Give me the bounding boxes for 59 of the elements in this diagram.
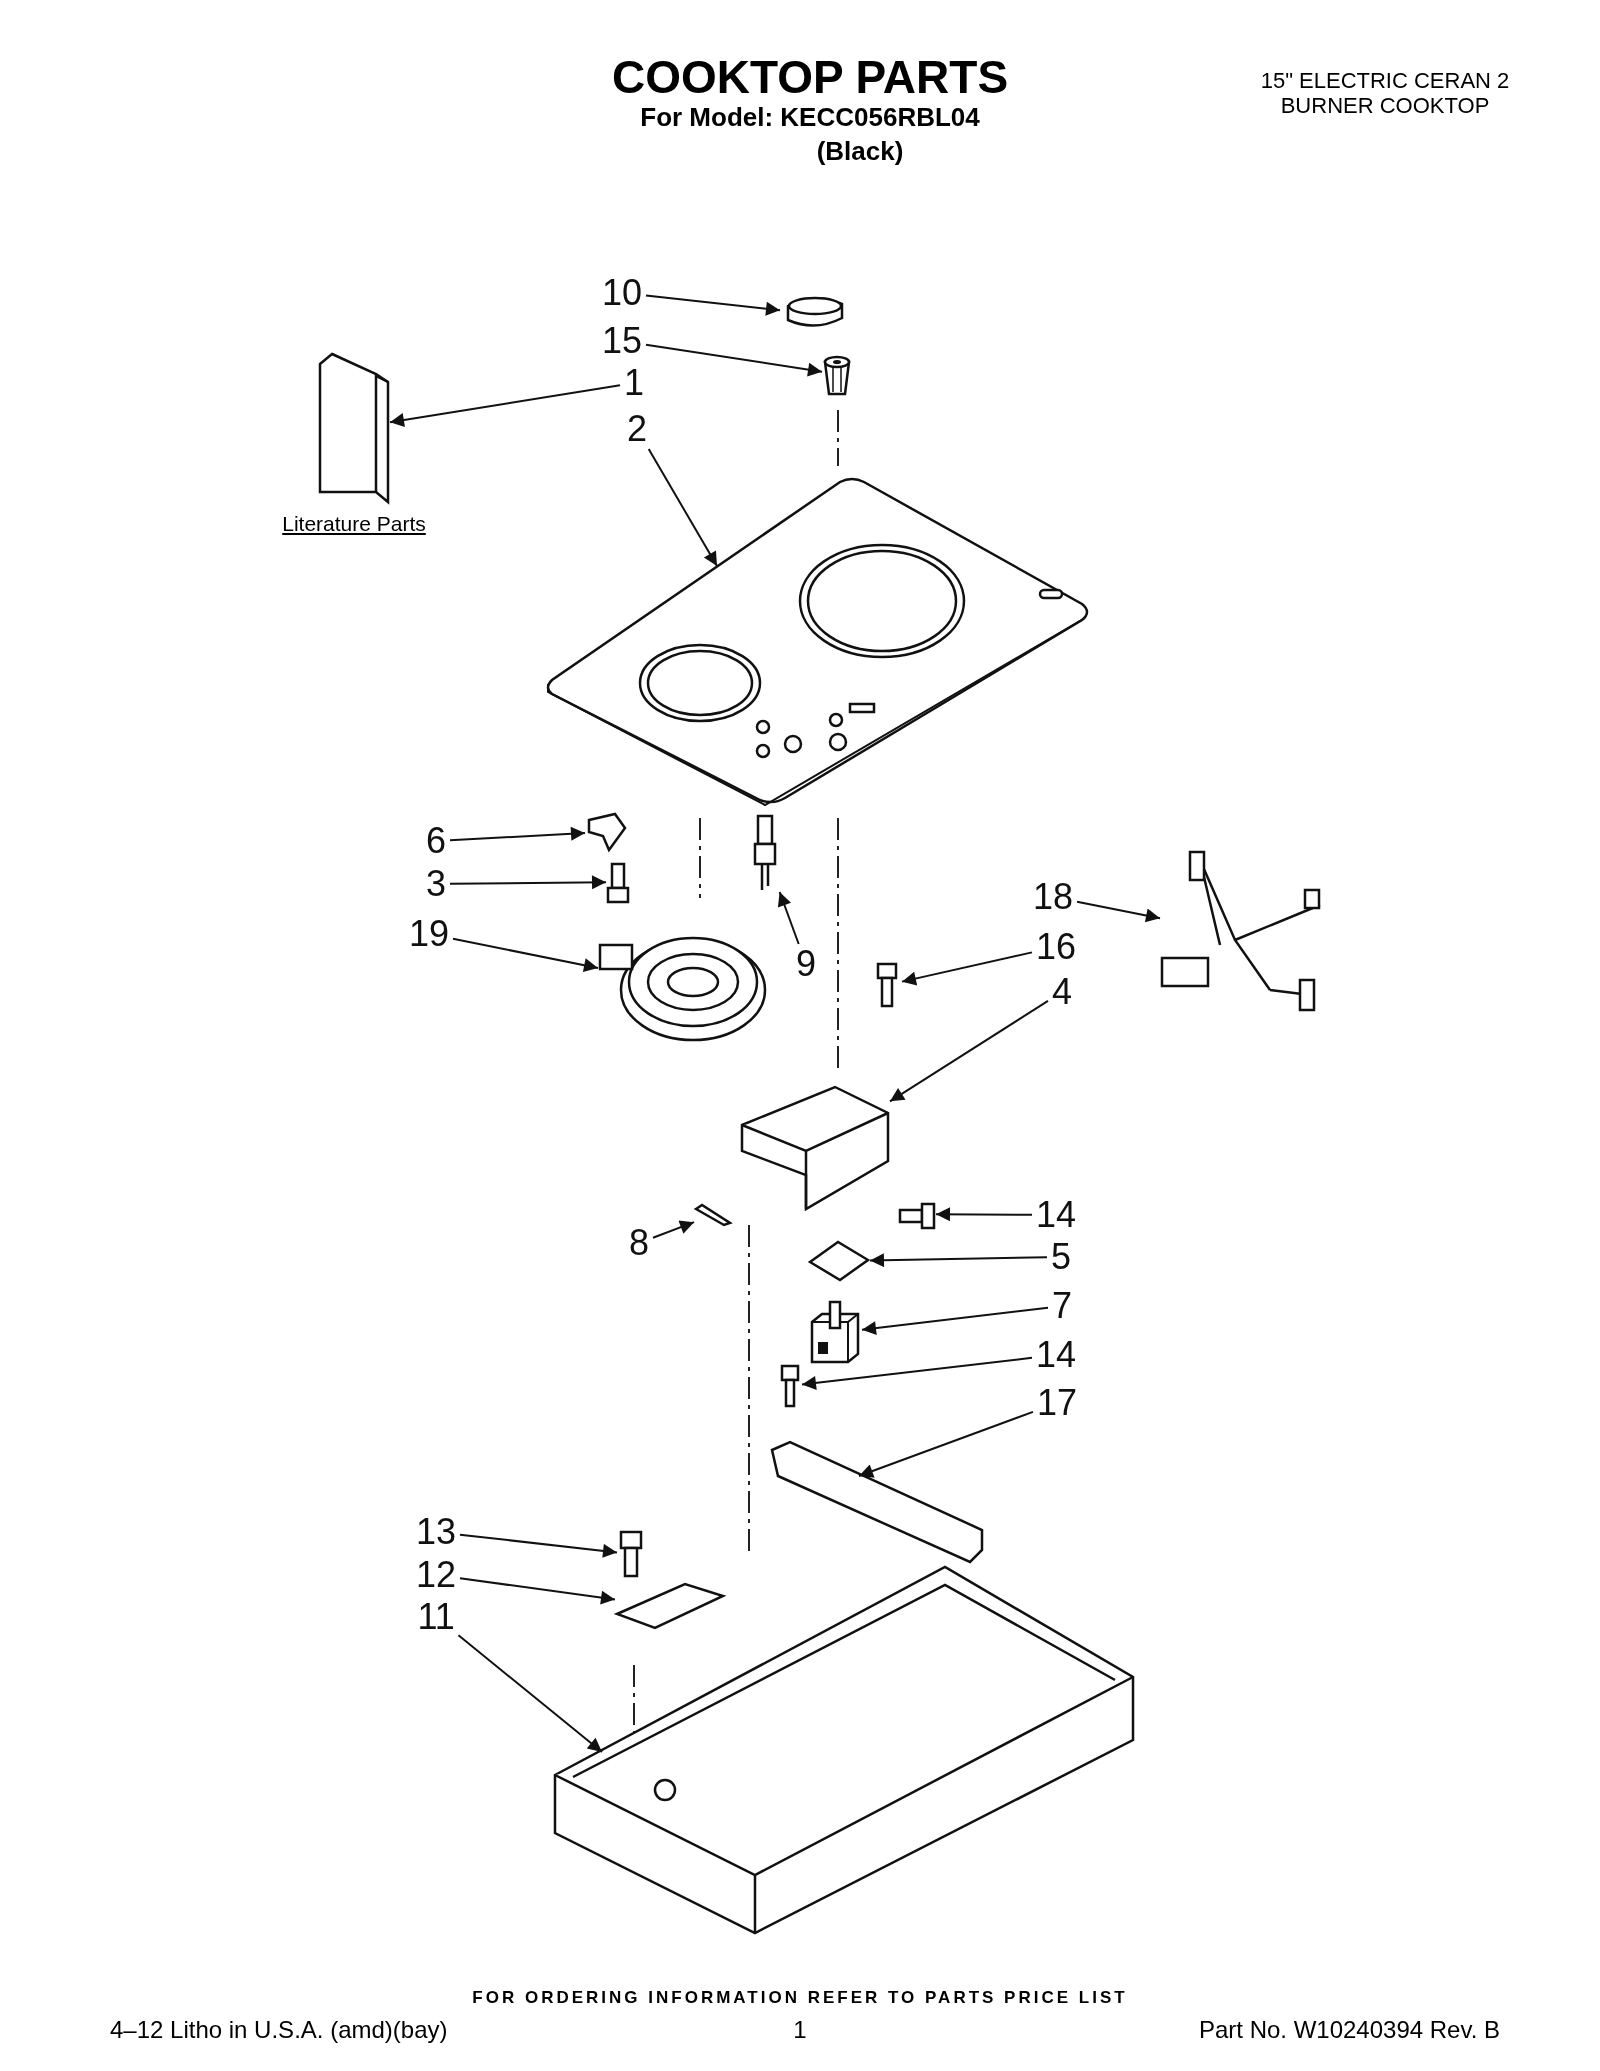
leader-line [647,448,718,567]
callout-number: 17 [1037,1383,1078,1423]
control-box-drawing [740,1085,890,1213]
callout-number: 14 [1036,1335,1077,1375]
callout-number: 3 [426,864,447,904]
callout-number: 11 [417,1597,455,1637]
bracket-drawing [615,1582,725,1632]
ordering-note: FOR ORDERING INFORMATION REFER TO PARTS PRICE LIST [471,1988,1129,2008]
leader-line [449,826,586,842]
page-number: 1 [792,2016,808,2044]
leader-line [459,1533,618,1558]
callout-number: 16 [1036,927,1077,967]
callout-number: 14 [1036,1195,1077,1235]
product-description: 15" ELECTRIC CERAN 2 BURNER COOKTOP [1260,68,1510,118]
leader-line [889,999,1049,1103]
callout-number: 2 [627,409,648,449]
callout-number: 8 [629,1223,650,1263]
leader-line [869,1253,1048,1268]
part-number: Part No. W10240394 Rev. B [1197,2016,1500,2044]
screw-drawing [617,1530,645,1578]
leader-line [449,875,607,890]
callout-number: 9 [796,944,817,984]
callout-number: 5 [1051,1237,1072,1277]
color-note: (Black) [815,136,905,167]
leader-line [861,1306,1049,1336]
callout-number: 12 [416,1555,457,1595]
callout-number: 7 [1052,1286,1073,1326]
title: COOKTOP PARTS [610,50,1010,104]
model-number: For Model: KECC056RBL04 [639,102,981,133]
leader-line [901,951,1033,986]
leader-line [801,1356,1033,1390]
leader-line [457,1634,603,1753]
callout-number: 15 [602,321,643,361]
mounting-plate-drawing [808,1240,870,1282]
callout-number: 1 [624,363,645,403]
print-info: 4–12 Litho in U.S.A. (amd)(bay) [110,2016,449,2044]
callout-number: 6 [426,821,447,861]
callout-number: 10 [602,273,643,313]
strip-drawing [694,1203,732,1227]
leader-line [645,343,823,377]
leader-line [645,294,781,316]
callout-number: 13 [416,1512,457,1552]
leader-line [459,1577,616,1605]
clip-drawing [585,812,627,852]
switch-drawing [808,1300,862,1366]
leader-line [1076,900,1161,923]
callout-number: 19 [409,914,450,954]
leader-line [935,1207,1033,1222]
callout-number: 4 [1052,972,1073,1012]
callout-number: 18 [1033,877,1074,917]
leader-line [389,384,621,427]
leader-line [652,1220,695,1239]
leader-line [452,937,599,973]
screw-drawing [778,1364,802,1408]
leader-line [777,891,800,945]
screw-drawing [606,860,630,904]
booklet-drawing [318,352,390,504]
part-caption: Literature Parts [281,512,427,536]
leader-line [858,1410,1034,1478]
